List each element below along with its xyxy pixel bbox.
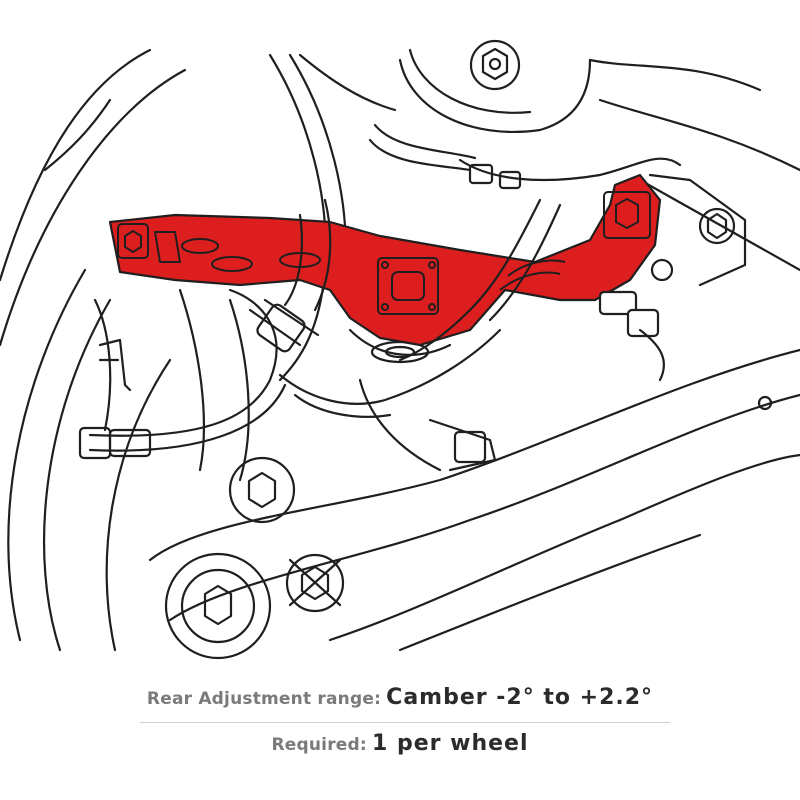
top-mount bbox=[398, 39, 592, 133]
required-label: Required: bbox=[271, 735, 367, 755]
overlay-cables bbox=[283, 198, 665, 382]
mount-bracket bbox=[93, 298, 132, 432]
adjustment-range-label: Rear Adjustment range: bbox=[146, 689, 382, 709]
camber-arm-highlight bbox=[108, 173, 662, 347]
camber-arm-details bbox=[117, 191, 651, 315]
adjustment-range-value: Camber -2° to +2.2° bbox=[386, 685, 654, 710]
frame-upper bbox=[298, 53, 800, 411]
lower-control-arm bbox=[148, 348, 800, 660]
adjustment-range-line: Rear Adjustment range: Camber -2° to +2.… bbox=[0, 685, 800, 710]
caption-divider bbox=[140, 722, 670, 723]
knuckle bbox=[178, 288, 497, 482]
sensor-wire bbox=[78, 288, 502, 460]
required-line: Required: 1 per wheel bbox=[0, 731, 800, 756]
caption-area: Rear Adjustment range: Camber -2° to +2.… bbox=[0, 665, 800, 800]
suspension-illustration bbox=[0, 39, 800, 660]
required-value: 1 per wheel bbox=[371, 731, 529, 756]
wheel-outline bbox=[0, 48, 187, 652]
